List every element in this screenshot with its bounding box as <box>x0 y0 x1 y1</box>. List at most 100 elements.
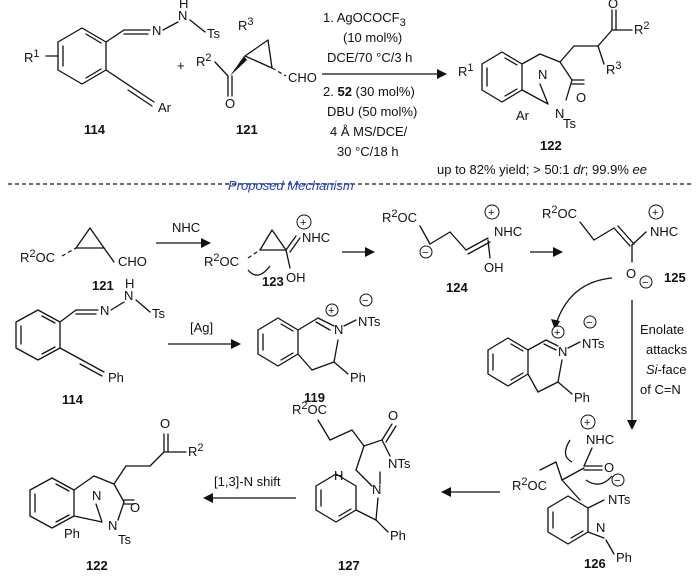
product-r3: R3 <box>606 60 622 77</box>
label-123: 123 <box>262 274 284 289</box>
enolate-note-2: attacks <box>646 342 688 357</box>
r2oc-127: R2OC <box>292 400 327 417</box>
o2-122m: O <box>160 416 170 431</box>
n-119c: N <box>558 344 567 359</box>
minus-119c: − <box>586 317 592 329</box>
oh-124: OH <box>484 260 504 275</box>
nts-126: NTs <box>608 492 631 507</box>
plus-124: + <box>488 207 494 219</box>
product-ts: Ts <box>563 116 577 131</box>
mech-compound-126: NHC + O R2OC NTs − N Ph 126 <box>512 414 632 571</box>
r1-label: R1 <box>24 48 40 65</box>
cond2-line1: 2. 52 (30 mol%) <box>323 84 415 99</box>
cond2-line4: 30 °C/18 h <box>337 144 399 159</box>
minus-124: − <box>422 247 428 259</box>
r2-122m: R2 <box>188 442 204 459</box>
plus-123: + <box>300 217 306 229</box>
o-127: O <box>388 408 398 423</box>
ag-reagent: [Ag] <box>190 320 213 335</box>
r2oc-123: R2OC <box>204 252 239 269</box>
yield-summary: up to 82% yield; > 50:1 dr; 99.9% ee <box>437 162 647 177</box>
plus-119: + <box>328 305 334 317</box>
mech-compound-119: N + NTs − Ph 119 <box>257 293 381 405</box>
o-126: O <box>604 460 614 475</box>
product-n: N <box>555 106 564 121</box>
label-125: 125 <box>664 270 686 285</box>
ts-group: Ts <box>207 26 221 41</box>
ph-127: Ph <box>390 528 406 543</box>
enolate-note-4: of C=N <box>640 382 681 397</box>
mechanism-title: Proposed Mechanism <box>228 178 354 193</box>
cond1-line3: DCE/70 °C/3 h <box>327 50 412 65</box>
o-125: O <box>626 266 636 281</box>
ts-122m: Ts <box>118 532 132 547</box>
product-n2: N <box>538 67 547 82</box>
mech-compound-114: N N H Ts Ph 114 <box>15 276 166 407</box>
nts-119: NTs <box>358 314 381 329</box>
shift-note: [1,3]-N shift <box>214 474 281 489</box>
nhc-123: NHC <box>302 230 330 245</box>
ar-group: Ar <box>158 100 172 115</box>
cond1-line2: (10 mol%) <box>343 30 402 45</box>
label-121: 121 <box>236 122 258 137</box>
r2oc-124: R2OC <box>382 208 417 225</box>
n-atom: N <box>152 23 161 38</box>
cho-121: CHO <box>118 254 147 269</box>
compound-114-top: R1 N N H Ts Ar 114 <box>24 0 221 137</box>
nts-127: NTs <box>388 456 411 471</box>
r2-label: R2 <box>196 52 212 69</box>
minus-126: − <box>614 475 620 487</box>
product-r2: R2 <box>634 20 650 37</box>
n2-122m: N <box>92 488 101 503</box>
cond2-line2: DBU (50 mol%) <box>327 104 417 119</box>
n-126: N <box>596 520 605 535</box>
plus-sign: + <box>177 58 185 73</box>
oh-123: OH <box>286 270 306 285</box>
mech-compound-123: R2OC NHC + OH 123 <box>204 214 330 289</box>
nhc-124: NHC <box>494 224 522 239</box>
label-126: 126 <box>584 556 606 571</box>
product-ketone-o: O <box>608 0 618 11</box>
ph-114m: Ph <box>108 370 124 385</box>
ph-126: Ph <box>616 550 632 565</box>
label-114-mech: 114 <box>62 392 84 407</box>
mech-compound-127: R2OC O NTs H N Ph 127 <box>292 400 411 573</box>
o-atom: O <box>225 96 235 111</box>
ph-119c: Ph <box>574 390 590 405</box>
cho-group: CHO <box>288 70 317 85</box>
cond2-line3: 4 Å MS/DCE/ <box>330 124 408 139</box>
n-119: N <box>334 322 343 337</box>
r2oc-125: R2OC <box>542 204 577 221</box>
r1-product: R1 <box>458 62 474 79</box>
enolate-note-3: Si-face <box>646 362 686 377</box>
mech-compound-124: R2OC − NHC + OH 124 <box>382 204 522 295</box>
label-121-mech: 121 <box>92 278 114 293</box>
nts-119c: NTs <box>582 336 605 351</box>
r2oc-121: R2OC <box>20 248 55 265</box>
enolate-note-1: Enolate <box>640 322 684 337</box>
ph-119: Ph <box>350 370 366 385</box>
label-119: 119 <box>304 390 325 405</box>
mech-compound-119-copy: N + NTs − Ph <box>487 315 605 405</box>
compound-122-top: R1 O N Ts N Ar O R2 R3 122 <box>458 0 650 153</box>
label-122-mech: 122 <box>86 558 108 573</box>
r2oc-126: R2OC <box>512 476 547 493</box>
n-122m: N <box>108 518 117 533</box>
mech-compound-125: R2OC NHC + O − 125 <box>542 204 686 330</box>
h-atom: H <box>179 0 188 11</box>
cond1-line1: 1. AgOCOCF3 <box>323 10 406 29</box>
h-114m: H <box>125 276 134 291</box>
plus-125: + <box>652 207 658 219</box>
label-122-top: 122 <box>540 138 562 153</box>
nh-114m: N <box>124 288 133 303</box>
mech-compound-121: R2OC CHO 121 <box>20 227 147 293</box>
plus-119c: + <box>554 327 560 339</box>
minus-125: − <box>642 277 648 289</box>
nh-atom: N <box>178 8 187 23</box>
plus-126: + <box>584 417 590 429</box>
ph-122m: Ph <box>64 526 80 541</box>
compound-121-top: R2 O R3 CHO 121 <box>196 16 317 137</box>
label-127: 127 <box>338 558 360 573</box>
